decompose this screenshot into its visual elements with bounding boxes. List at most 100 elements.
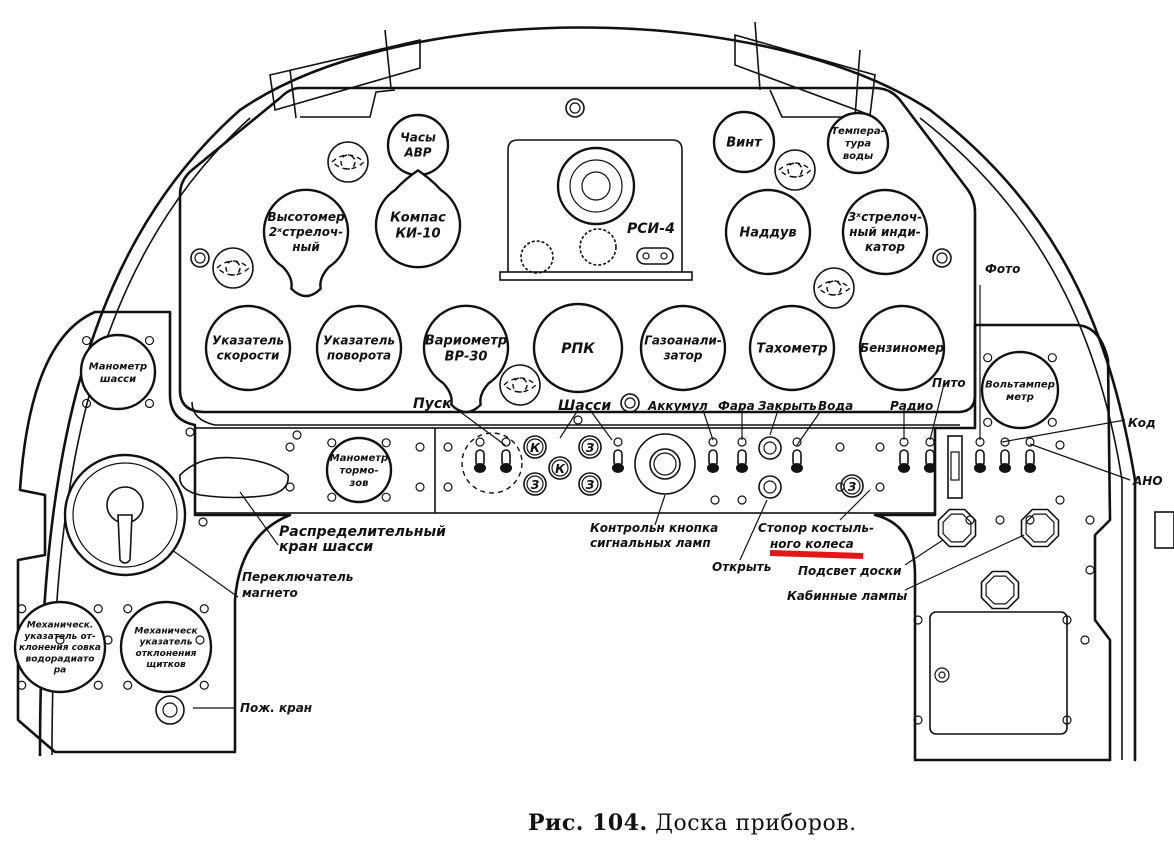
photo-toggle[interactable]: [974, 437, 986, 473]
gauge-label: Манометр: [89, 361, 147, 372]
screw-icon: [199, 604, 209, 614]
screw-icon: [327, 438, 337, 448]
magneto-switch[interactable]: [63, 453, 187, 577]
screw-icon: [875, 482, 885, 492]
fire-valve[interactable]: [155, 695, 185, 725]
signal-lamp-letter: З: [586, 441, 595, 455]
gauge-gas-analyzer: Газоанали-затор: [639, 304, 727, 392]
chassis-valve-knob[interactable]: [179, 456, 289, 499]
label-open: Открыть: [712, 560, 771, 574]
gauge-label: Наддув: [739, 226, 796, 241]
screw-icon: [1062, 715, 1072, 725]
gauge-label: отклонения: [136, 649, 197, 659]
screw-icon: [737, 495, 747, 505]
screw-icon: [443, 442, 453, 452]
screw-icon: [195, 635, 205, 645]
knob-icon[interactable]: [932, 248, 952, 268]
screw-icon: [1025, 515, 1035, 525]
screw-icon: [381, 438, 391, 448]
screw-icon: [55, 635, 65, 645]
gauge-label: ра: [53, 666, 67, 676]
screw-icon: [327, 492, 337, 502]
label-tailwheel-lock-1: Стопор костыль-: [758, 521, 874, 535]
callout-labels: Пуск Шасси Аккумул Фара Закрыть Вода Рад…: [240, 262, 1163, 715]
screw-icon: [144, 335, 155, 346]
gauge-label: Высотомер: [267, 210, 345, 224]
start-toggle-2[interactable]: [500, 437, 512, 473]
label-close: Закрыть: [758, 399, 817, 413]
screw-icon: [983, 353, 993, 363]
gauge-boost: Наддув: [724, 188, 812, 276]
gauge-fuel-gauge: Бензиномер: [858, 304, 946, 392]
gauge-label: Вольтампер: [985, 379, 1055, 390]
water-toggle[interactable]: [791, 437, 803, 473]
gauge-label: Бензиномер: [860, 341, 944, 355]
gauge-label: Темпера-: [831, 126, 885, 137]
open-button[interactable]: [758, 475, 782, 499]
upper-panel-outline: [178, 86, 977, 414]
knob-icon[interactable]: [190, 248, 210, 268]
screw-icon: [285, 442, 295, 452]
nav-lights-toggle[interactable]: [1024, 437, 1036, 473]
canopy-bracket-left: [269, 29, 421, 119]
signal-lamp: З: [523, 472, 547, 496]
signal-lamp: К: [548, 456, 572, 480]
start-toggle-1[interactable]: [474, 437, 486, 473]
pitot-toggle[interactable]: [924, 437, 936, 473]
gauge-label: РПК: [561, 341, 595, 357]
screw-icon: [1047, 417, 1057, 427]
warning-lamp-icon: [813, 267, 855, 309]
gauge-label: ВР-30: [445, 350, 488, 365]
label-fire-valve: Пож. кран: [240, 701, 312, 715]
screw-icon: [913, 715, 923, 725]
radio-toggle[interactable]: [898, 437, 910, 473]
radio-rsi4: РСИ-4: [499, 139, 693, 281]
lower-control-strip: [194, 427, 936, 514]
screw-icon: [983, 417, 993, 427]
screw-icon: [415, 482, 425, 492]
gauge-label: катор: [865, 240, 905, 254]
gauge-label: 3ˣстрелоч-: [848, 210, 922, 224]
cabin-lamp-icon[interactable]: [937, 508, 977, 548]
code-toggle[interactable]: [999, 437, 1011, 473]
label-magneto-1: Переключатель: [242, 570, 353, 584]
gauge-label: Вариометр: [425, 333, 507, 348]
chassis-toggle[interactable]: [612, 437, 624, 473]
gauge-label: клонения совка: [19, 643, 101, 653]
warning-lamp-icon: [499, 364, 541, 406]
figure-caption: Рис. 104. Доска приборов.: [528, 810, 857, 836]
gauge-label: Винт: [726, 136, 763, 151]
cabin-lamp-icon[interactable]: [1020, 508, 1060, 548]
gauge-radiator-indicator: Механическ.указатель от-клонения совкаво…: [13, 600, 107, 694]
label-radio: Радио: [890, 399, 933, 413]
gauge-three-pointer: 3ˣстрелоч-ный инди-катор: [841, 188, 929, 276]
cabin-lamp-icon[interactable]: [980, 570, 1020, 610]
screw-icon: [17, 604, 27, 614]
screw-icon: [1055, 495, 1065, 505]
label-cabin-lamps: Кабинные лампы: [787, 589, 907, 603]
signal-lamp-letter: З: [586, 478, 595, 492]
gauge-label: Указатель: [212, 334, 284, 348]
screw-icon: [443, 482, 453, 492]
knob-icon[interactable]: [620, 393, 640, 413]
screw-icon: [144, 398, 155, 409]
close-button[interactable]: [758, 436, 782, 460]
screw-icon: [1085, 565, 1095, 575]
gauge-label: указатель: [140, 638, 193, 648]
warning-lamp-icon: [327, 141, 369, 183]
knob-icon[interactable]: [565, 98, 585, 118]
signal-lamp: З: [578, 435, 602, 459]
headlight-toggle[interactable]: [736, 437, 748, 473]
signal-lamp-letter: З: [848, 480, 857, 494]
screw-icon: [710, 495, 720, 505]
signal-test-button[interactable]: [634, 433, 696, 495]
battery-toggle[interactable]: [707, 437, 719, 473]
gauge-label: зов: [348, 478, 368, 489]
gauge-label: Указатель: [323, 334, 395, 348]
screw-icon: [199, 680, 209, 690]
screw-icon: [1062, 615, 1072, 625]
